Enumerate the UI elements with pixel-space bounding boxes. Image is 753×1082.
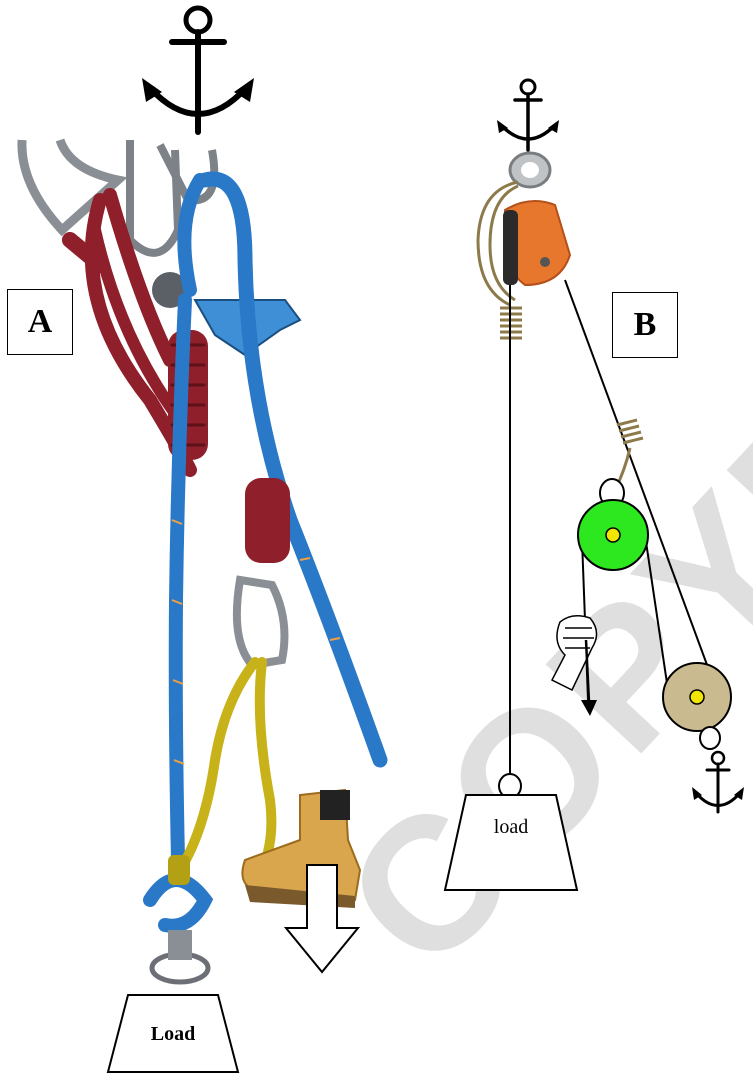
watermark: COPYRI xyxy=(305,304,753,1008)
load-block-a: Load xyxy=(108,995,238,1072)
yellow-rope xyxy=(180,662,271,870)
prusik-wraps-mid xyxy=(617,420,643,443)
carabiner-top-mid xyxy=(130,140,214,253)
watermark-text: COPYRI xyxy=(305,304,753,1008)
top-pulley xyxy=(503,153,570,285)
panel-label-a: A xyxy=(7,289,73,355)
swivel xyxy=(152,930,208,982)
carabiner-top-left xyxy=(22,140,118,230)
load-label-b: load xyxy=(494,816,528,838)
anchor-icon xyxy=(692,752,744,812)
carabiner-lower xyxy=(237,580,285,665)
panel-label-b-text: B xyxy=(634,306,657,344)
anchor-icon xyxy=(142,8,254,132)
green-pulley xyxy=(578,479,648,570)
panel-label-b: B xyxy=(612,292,678,358)
knot-red xyxy=(245,478,290,563)
anchor-icon xyxy=(497,80,559,150)
load-label-a: Load xyxy=(151,1023,195,1045)
panel-a: Load xyxy=(22,8,380,1072)
yellow-wraps xyxy=(168,855,190,885)
panel-label-a-text: A xyxy=(28,303,53,341)
boot-icon xyxy=(242,790,360,908)
